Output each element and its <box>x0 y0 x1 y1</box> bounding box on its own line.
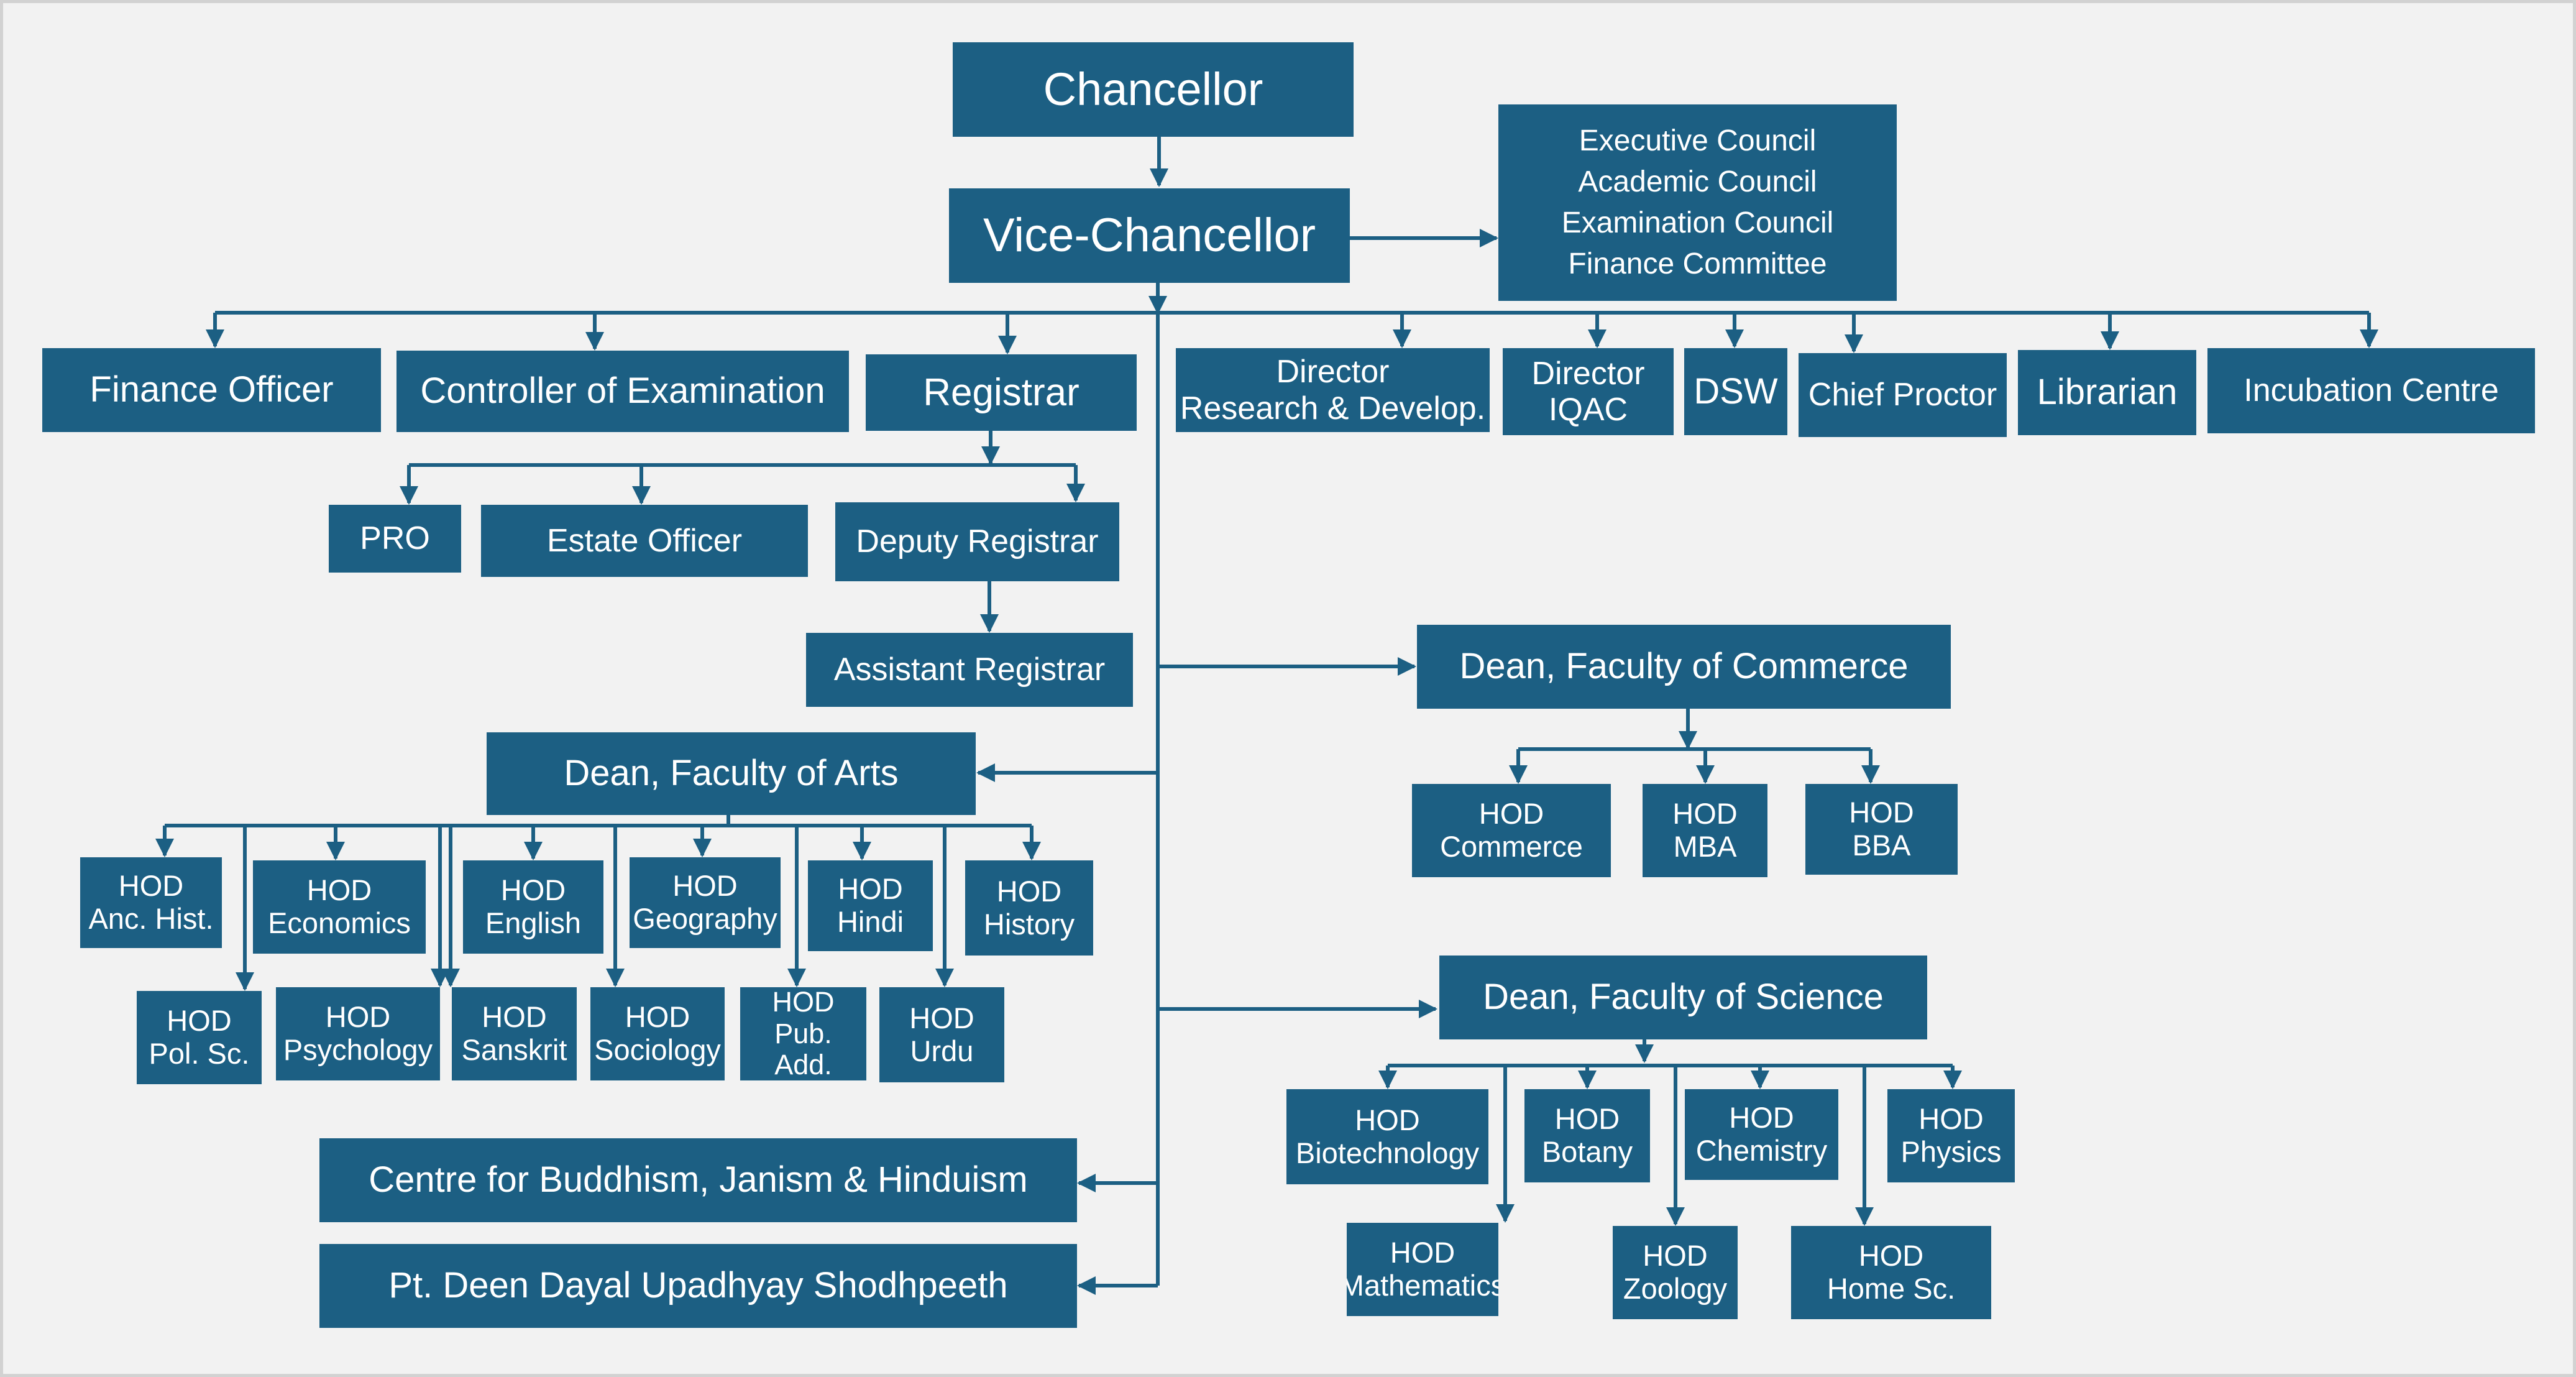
registrar-box: Registrar <box>866 354 1137 431</box>
councils-box: Executive Council Academic Council Exami… <box>1498 104 1897 301</box>
hod-psychology-box: HOD Psychology <box>276 987 440 1080</box>
finance-officer-box: Finance Officer <box>42 348 381 432</box>
hod-chemistry-box: HOD Chemistry <box>1685 1089 1838 1180</box>
hod-hindi-box: HOD Hindi <box>808 860 933 951</box>
hod-physics-box: HOD Physics <box>1887 1089 2015 1182</box>
centre-buddhism-box: Centre for Buddhism, Janism & Hinduism <box>319 1138 1077 1222</box>
deputy-registrar-box: Deputy Registrar <box>835 502 1119 581</box>
hod-bba-box: HOD BBA <box>1805 784 1958 875</box>
hod-geography-box: HOD Geography <box>630 857 781 948</box>
incubation-centre-box: Incubation Centre <box>2207 348 2535 433</box>
librarian-box: Librarian <box>2018 350 2196 435</box>
hod-botany-box: HOD Botany <box>1524 1089 1650 1182</box>
hod-sociology-box: HOD Sociology <box>590 987 725 1080</box>
chief-proctor-box: Chief Proctor <box>1799 353 2007 437</box>
hod-mathematics-box: HOD Mathematics <box>1347 1223 1498 1316</box>
dean-commerce-box: Dean, Faculty of Commerce <box>1417 625 1951 709</box>
director-iqac-box: Director IQAC <box>1503 348 1674 435</box>
hod-biotechnology-box: HOD Biotechnology <box>1286 1089 1488 1184</box>
vice-chancellor-box: Vice-Chancellor <box>949 188 1350 283</box>
estate-officer-box: Estate Officer <box>481 505 808 577</box>
assistant-registrar-box: Assistant Registrar <box>806 633 1133 707</box>
hod-zoology-box: HOD Zoology <box>1613 1226 1738 1319</box>
chancellor-box: Chancellor <box>953 42 1354 137</box>
shodhpeeth-box: Pt. Deen Dayal Upadhyay Shodhpeeth <box>319 1244 1077 1328</box>
hod-home-sc-box: HOD Home Sc. <box>1791 1226 1991 1319</box>
hod-commerce-box: HOD Commerce <box>1412 784 1611 877</box>
hod-sanskrit-box: HOD Sanskrit <box>452 987 577 1080</box>
hod-history-box: HOD History <box>965 860 1093 956</box>
controller-of-examination-box: Controller of Examination <box>396 351 849 432</box>
dean-science-box: Dean, Faculty of Science <box>1439 956 1927 1039</box>
pro-box: PRO <box>329 505 461 573</box>
hod-mba-box: HOD MBA <box>1643 784 1767 877</box>
hod-pub-add-box: HOD Pub. Add. <box>740 987 866 1080</box>
hod-anc-hist-box: HOD Anc. Hist. <box>80 857 222 948</box>
hod-pol-sc-box: HOD Pol. Sc. <box>137 991 262 1084</box>
hod-urdu-box: HOD Urdu <box>879 987 1004 1082</box>
hod-english-box: HOD English <box>463 860 603 954</box>
director-rd-box: Director Research & Develop. <box>1176 348 1490 432</box>
dean-arts-box: Dean, Faculty of Arts <box>487 732 976 815</box>
dsw-box: DSW <box>1684 348 1787 435</box>
hod-economics-box: HOD Economics <box>253 860 426 954</box>
